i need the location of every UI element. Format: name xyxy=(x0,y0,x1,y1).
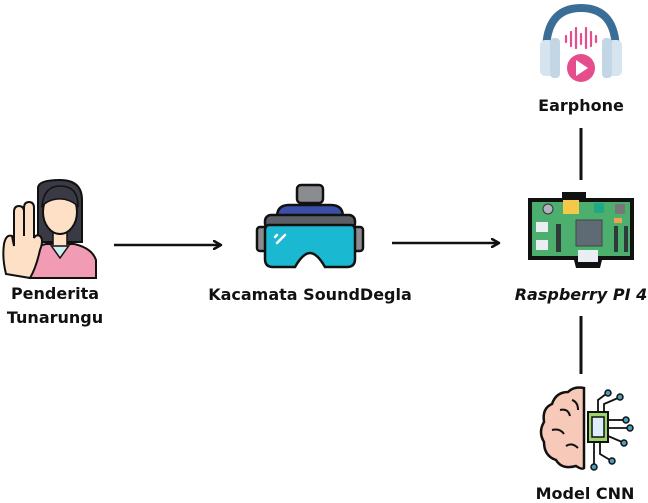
patient-label-line1: Penderita xyxy=(10,284,100,303)
vr-glasses-icon xyxy=(255,183,365,269)
deaf-person-icon xyxy=(2,178,97,280)
headphones-icon xyxy=(540,3,622,82)
node-patient: Penderita Tunarungu xyxy=(0,178,110,327)
cnn-label: Model CNN xyxy=(535,484,635,503)
earphone-label: Earphone xyxy=(538,96,624,115)
patient-label-line2: Tunarungu xyxy=(6,308,104,327)
brain-chip-icon xyxy=(539,386,634,471)
raspberry-pi-board-icon xyxy=(528,192,634,268)
node-cnn: Model CNN xyxy=(536,384,638,503)
glasses-label: Kacamata SoundDegla xyxy=(208,285,412,304)
node-glasses: Kacamata SoundDegla xyxy=(208,183,412,304)
raspberry-label: Raspberry PI 4 xyxy=(514,285,648,304)
node-raspberry: Raspberry PI 4 xyxy=(515,186,647,304)
node-earphone: Earphone xyxy=(536,2,626,115)
